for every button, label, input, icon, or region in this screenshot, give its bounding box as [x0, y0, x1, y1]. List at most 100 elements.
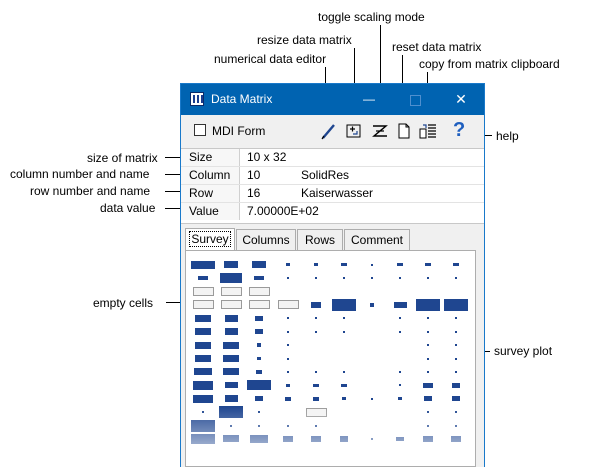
- help-button[interactable]: ?: [453, 119, 466, 141]
- survey-cell: [257, 343, 261, 347]
- survey-cell: [312, 396, 320, 401]
- survey-cell: [194, 328, 212, 336]
- numerical-data-editor-button[interactable]: [319, 122, 339, 140]
- callout-data-value: data value: [100, 201, 156, 215]
- survey-cell: [455, 344, 457, 347]
- survey-cell: [452, 382, 460, 388]
- info-row-row: Row 16 Kaiserwasser: [181, 185, 484, 203]
- empty-cell: [192, 287, 214, 296]
- survey-cell: [426, 317, 430, 320]
- survey-cell: [287, 317, 289, 320]
- survey-cell: [370, 437, 374, 441]
- resize-matrix-icon: [346, 124, 361, 138]
- title-bar[interactable]: Data Matrix — ✕: [181, 84, 484, 115]
- toolbar: MDI Form: [181, 115, 484, 147]
- row-name: Kaiserwasser: [301, 186, 374, 200]
- survey-cell: [223, 341, 239, 349]
- leader-size: [165, 157, 181, 158]
- survey-cell: [224, 382, 238, 389]
- info-row-value: Value 7.00000E+02: [181, 203, 484, 220]
- survey-cell: [455, 411, 457, 414]
- survey-cell: [311, 436, 321, 442]
- column-number: 10: [247, 168, 261, 182]
- tab-survey-label: Survey: [189, 231, 231, 247]
- survey-cell: [258, 411, 260, 414]
- survey-plot[interactable]: [185, 250, 476, 467]
- callout-resize-matrix: resize data matrix: [257, 33, 352, 47]
- survey-cell: [219, 273, 243, 283]
- survey-cell: [254, 275, 264, 281]
- tab-columns[interactable]: Columns: [236, 229, 296, 250]
- matrix-info-panel: Size 10 x 32 Column 10 SolidRes Row 16 K…: [181, 148, 484, 224]
- survey-cell: [422, 382, 434, 388]
- survey-cell: [399, 317, 401, 320]
- callout-size-of-matrix: size of matrix: [87, 151, 158, 165]
- survey-cell: [371, 263, 373, 266]
- callout-toggle-scaling: toggle scaling mode: [318, 10, 425, 24]
- window-title: Data Matrix: [211, 92, 273, 106]
- survey-cell: [256, 370, 262, 374]
- survey-cell: [218, 406, 244, 419]
- empty-cell: [277, 300, 299, 310]
- mdi-form-checkbox[interactable]: [194, 124, 206, 136]
- survey-cell: [443, 298, 469, 311]
- size-label: Size: [181, 149, 240, 166]
- minimize-button[interactable]: —: [363, 92, 375, 106]
- tab-comment[interactable]: Comment: [344, 229, 410, 250]
- survey-cell: [426, 330, 430, 333]
- survey-cell: [193, 368, 213, 376]
- survey-cell: [315, 277, 317, 280]
- empty-cell: [305, 407, 327, 417]
- leader-column: [165, 174, 181, 175]
- survey-cell: [287, 370, 289, 373]
- reset-data-matrix-button[interactable]: [394, 122, 414, 140]
- mdi-form-label: MDI Form: [212, 124, 266, 138]
- survey-cell: [342, 396, 346, 401]
- survey-cell: [371, 397, 373, 400]
- survey-cell: [427, 277, 429, 280]
- survey-cell: [224, 395, 238, 402]
- tab-rows[interactable]: Rows: [297, 229, 343, 250]
- survey-cell: [287, 344, 289, 347]
- survey-cell: [230, 424, 232, 427]
- survey-cell: [194, 341, 212, 349]
- leader-empty-cells: [166, 302, 190, 303]
- survey-cell: [202, 411, 204, 414]
- survey-cell: [314, 263, 318, 267]
- survey-cell: [315, 317, 317, 320]
- row-number: 16: [247, 186, 261, 200]
- survey-cell: [315, 370, 317, 373]
- survey-cell: [422, 435, 434, 442]
- resize-data-matrix-button[interactable]: [344, 122, 364, 140]
- blank-page-icon: [398, 123, 410, 139]
- leader-row: [165, 191, 181, 192]
- survey-cell: [343, 277, 345, 280]
- toggle-scaling-mode-button[interactable]: [370, 122, 390, 140]
- copy-from-matrix-clipboard-button[interactable]: [418, 122, 438, 140]
- survey-cell: [287, 277, 289, 280]
- survey-cell: [399, 277, 401, 280]
- column-label: Column: [181, 167, 240, 184]
- callout-survey-plot: survey plot: [494, 344, 553, 358]
- survey-cell: [341, 383, 347, 388]
- survey-cell: [190, 419, 216, 432]
- survey-cell: [315, 424, 317, 427]
- survey-cell: [341, 262, 347, 267]
- survey-cell: [222, 368, 240, 376]
- callout-reset-matrix: reset data matrix: [392, 40, 482, 54]
- survey-cell: [393, 301, 407, 309]
- survey-cell: [343, 370, 345, 373]
- survey-cell: [191, 260, 215, 269]
- tab-survey[interactable]: Survey: [185, 228, 235, 251]
- row-label: Row: [181, 185, 240, 202]
- survey-cell: [193, 394, 213, 403]
- close-button[interactable]: ✕: [455, 91, 467, 107]
- survey-cell: [343, 330, 345, 333]
- survey-cell: [255, 396, 263, 402]
- survey-cell: [450, 435, 462, 442]
- empty-cell: [220, 300, 242, 310]
- survey-cell: [223, 261, 239, 269]
- survey-cell: [286, 383, 290, 388]
- callout-empty-cells: empty cells: [93, 296, 154, 310]
- info-row-size: Size 10 x 32: [181, 149, 484, 167]
